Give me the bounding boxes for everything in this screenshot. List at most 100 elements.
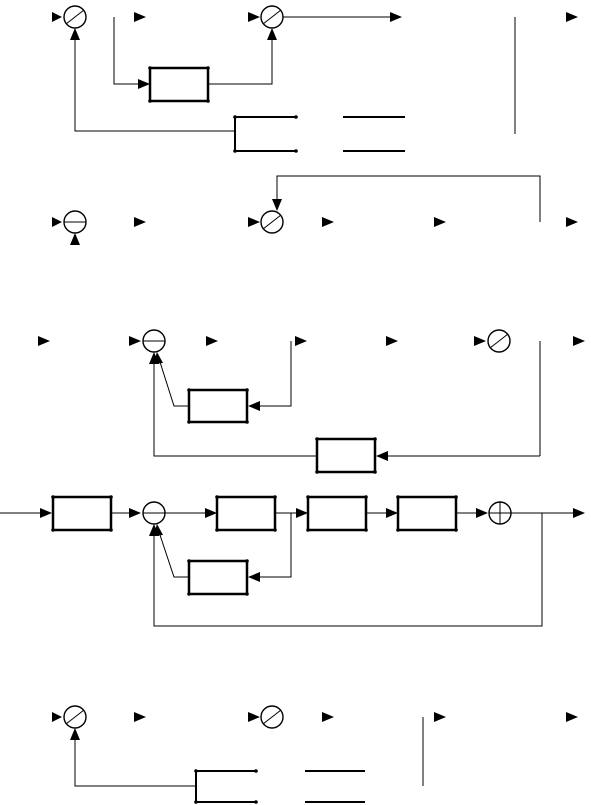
corner-dot [233,149,237,153]
inner-feedback-line [159,534,189,578]
feedback-arrow [149,352,159,364]
transfer-block [215,495,277,532]
corner-dot [396,528,400,532]
block-corner-dots [51,66,458,804]
signal-arrow [248,217,260,227]
corner-dot [109,495,113,499]
corner-dot [215,495,219,499]
signal-arrow [134,217,146,227]
signal-arrow [205,508,217,518]
corner-dot [254,769,258,773]
corner-dot [454,495,458,499]
transfer-block [51,495,113,532]
corner-dot [245,388,249,392]
junction-divider [65,9,85,25]
corner-dot [233,115,237,119]
output-arrow [566,712,578,722]
corner-dot [315,437,319,441]
feedback-block [315,437,377,474]
corner-dot [306,528,310,532]
input-arrow [52,12,62,22]
corner-dot [254,800,258,804]
outer-feedback-line [153,513,543,627]
corner-dot [245,420,249,424]
corner-dot [364,495,368,499]
panel-5 [52,705,578,803]
outer-feedback-line [153,364,317,457]
corner-dot [187,559,191,563]
signal-arrow [474,336,486,346]
corner-dot [215,528,219,532]
corner-dot [148,99,152,103]
junction-divider [489,333,509,349]
corner-dot [109,528,113,532]
junction-divider [65,709,85,725]
corner-dot [245,559,249,563]
feedback-arrow [70,233,80,245]
inner-feedback-line [258,513,292,578]
feedback-block [187,559,249,596]
panel-3 [38,329,585,474]
output-arrow [566,12,578,22]
signal-arrow [434,217,446,227]
signal-arrow [248,712,260,722]
signal-line [208,38,273,85]
feedback-arrow [149,524,159,536]
transfer-block [148,66,210,103]
transfer-block [396,495,458,532]
corner-dot [306,495,310,499]
input-arrow [52,217,62,227]
corner-dot [315,470,319,474]
junction-divider [262,214,282,230]
feedback-line [276,175,541,222]
signal-arrow [267,28,277,40]
corner-dot [187,420,191,424]
signal-arrow [322,217,334,227]
corner-dot [148,66,152,70]
inner-feedback-line [258,341,292,407]
output-arrow [566,217,578,227]
corner-dot [206,66,210,70]
signal-arrow [296,508,308,518]
signal-arrow [434,712,446,722]
corner-dot [273,528,277,532]
feedback-bracket [234,116,296,152]
panel-1 [52,5,578,152]
signal-arrow [376,451,388,461]
corner-dot [187,592,191,596]
signal-arrow [295,336,307,346]
signal-arrow [138,79,150,89]
corner-dot [51,495,55,499]
signal-arrow [248,401,260,411]
corner-dot [396,495,400,499]
inner-feedback-line [159,361,189,407]
corner-dot [364,528,368,532]
feedback-block [187,388,249,424]
corner-dot [194,769,198,773]
signal-arrow [129,336,141,346]
corner-dot [373,437,377,441]
corner-dot [194,800,198,804]
signal-arrow [134,712,146,722]
output-arrow [573,508,585,518]
feedback-arrow [70,28,80,40]
signal-arrow [134,12,146,22]
signal-arrow [206,336,218,346]
feedback-line [74,40,235,132]
feedback-arrow [272,199,282,211]
input-arrow [40,508,52,518]
input-arrow [52,712,62,722]
panel-2 [52,175,578,245]
junction-divider [262,9,282,25]
output-arrow [573,336,585,346]
panel-4 [0,495,585,627]
signal-arrow [386,508,398,518]
corner-dot [294,115,298,119]
corner-dot [454,528,458,532]
transfer-block [306,495,368,532]
corner-dot [245,592,249,596]
feedforward-line [113,17,140,85]
corner-dot [206,99,210,103]
